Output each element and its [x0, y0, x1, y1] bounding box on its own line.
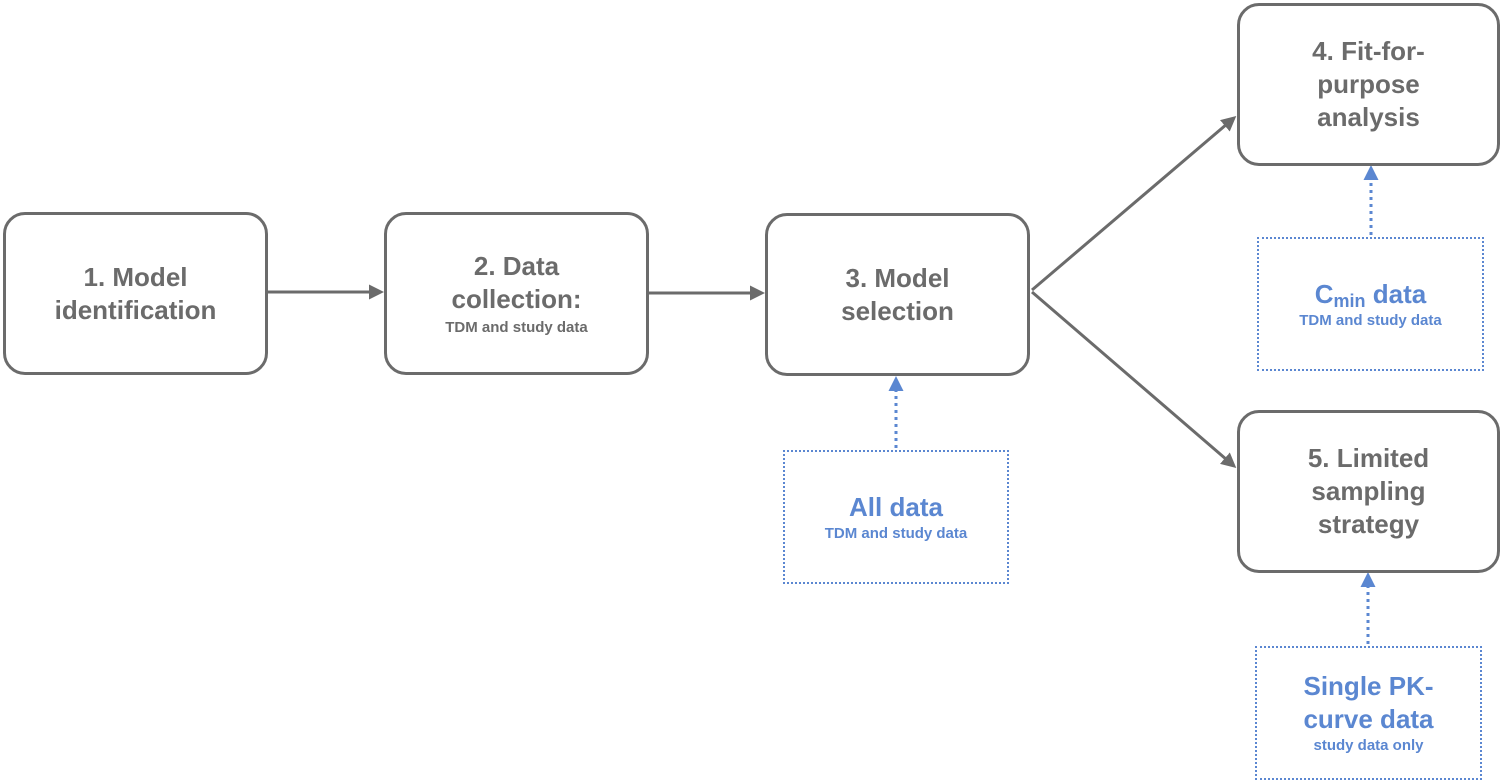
- node-label-line: 1. Model: [83, 261, 188, 292]
- node-label-line: 2. Data: [473, 250, 560, 281]
- node-label-line: collection:: [451, 283, 582, 314]
- node-label-line: analysis: [1317, 102, 1420, 132]
- node-limited-sampling-strategy: 5. Limited sampling strategy: [1237, 410, 1500, 573]
- node-label-line: sampling: [1311, 476, 1426, 506]
- edge-step3-to-step4: [1031, 116, 1237, 292]
- data-source-title: Cmin data: [1315, 278, 1426, 311]
- node-model-identification: 1. Model identification: [3, 212, 268, 375]
- data-source-sublabel: TDM and study data: [824, 524, 968, 542]
- data-source-sublabel: study data only: [1313, 737, 1424, 754]
- node-label-line: purpose: [1317, 69, 1420, 99]
- node-label-line: identification: [54, 294, 217, 325]
- node-sublabel: TDM and study data: [445, 318, 588, 336]
- data-source-title: All data: [849, 491, 943, 522]
- data-source-all-data: All data TDM and study data: [783, 450, 1009, 584]
- data-source-single-pk-curve: Single PK- curve data study data only: [1255, 646, 1482, 780]
- node-label-line: 5. Limited: [1307, 443, 1430, 473]
- data-source-cmin-data: Cmin data TDM and study data: [1257, 237, 1484, 371]
- edge-step3-to-step5: [1031, 290, 1237, 468]
- node-model-selection: 3. Model selection: [765, 213, 1030, 376]
- data-source-title-line: curve data: [1303, 704, 1434, 734]
- node-label-line: 4. Fit-for-: [1312, 36, 1425, 66]
- data-source-sublabel: TDM and study data: [1299, 311, 1442, 329]
- cmin-symbol: C: [1314, 278, 1334, 309]
- cmin-title-rest: data: [1365, 278, 1427, 309]
- node-label-line: 3. Model: [845, 262, 950, 293]
- cmin-subscript: min: [1333, 290, 1366, 311]
- data-source-title-line: Single PK-: [1303, 671, 1434, 701]
- node-data-collection: 2. Data collection: TDM and study data: [384, 212, 649, 375]
- node-label-line: selection: [841, 295, 954, 326]
- node-label-line: strategy: [1317, 509, 1420, 539]
- node-fit-for-purpose-analysis: 4. Fit-for- purpose analysis: [1237, 3, 1500, 166]
